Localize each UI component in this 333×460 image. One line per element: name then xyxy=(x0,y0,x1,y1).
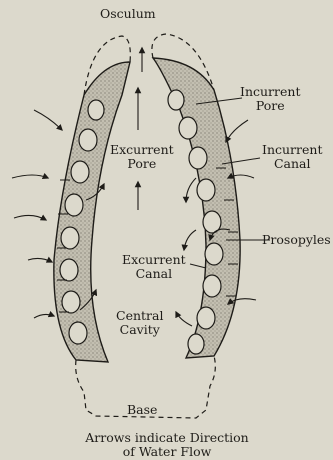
label-incurrent-pore: Incurrent Pore xyxy=(240,85,300,113)
label-incurrent-canal: Incurrent Canal xyxy=(262,143,322,171)
right-body-wall xyxy=(153,58,240,358)
label-excurrent-canal: Excurrent Canal xyxy=(122,253,186,281)
label-osculum: Osculum xyxy=(100,7,156,21)
label-central-cavity: Central Cavity xyxy=(116,309,163,337)
label-prosopyles: Prosopyles xyxy=(262,233,331,247)
caption: Arrows indicate Direction of Water Flow xyxy=(62,431,272,459)
label-base: Base xyxy=(127,403,157,417)
label-excurrent-pore: Excurrent Pore xyxy=(110,143,174,171)
